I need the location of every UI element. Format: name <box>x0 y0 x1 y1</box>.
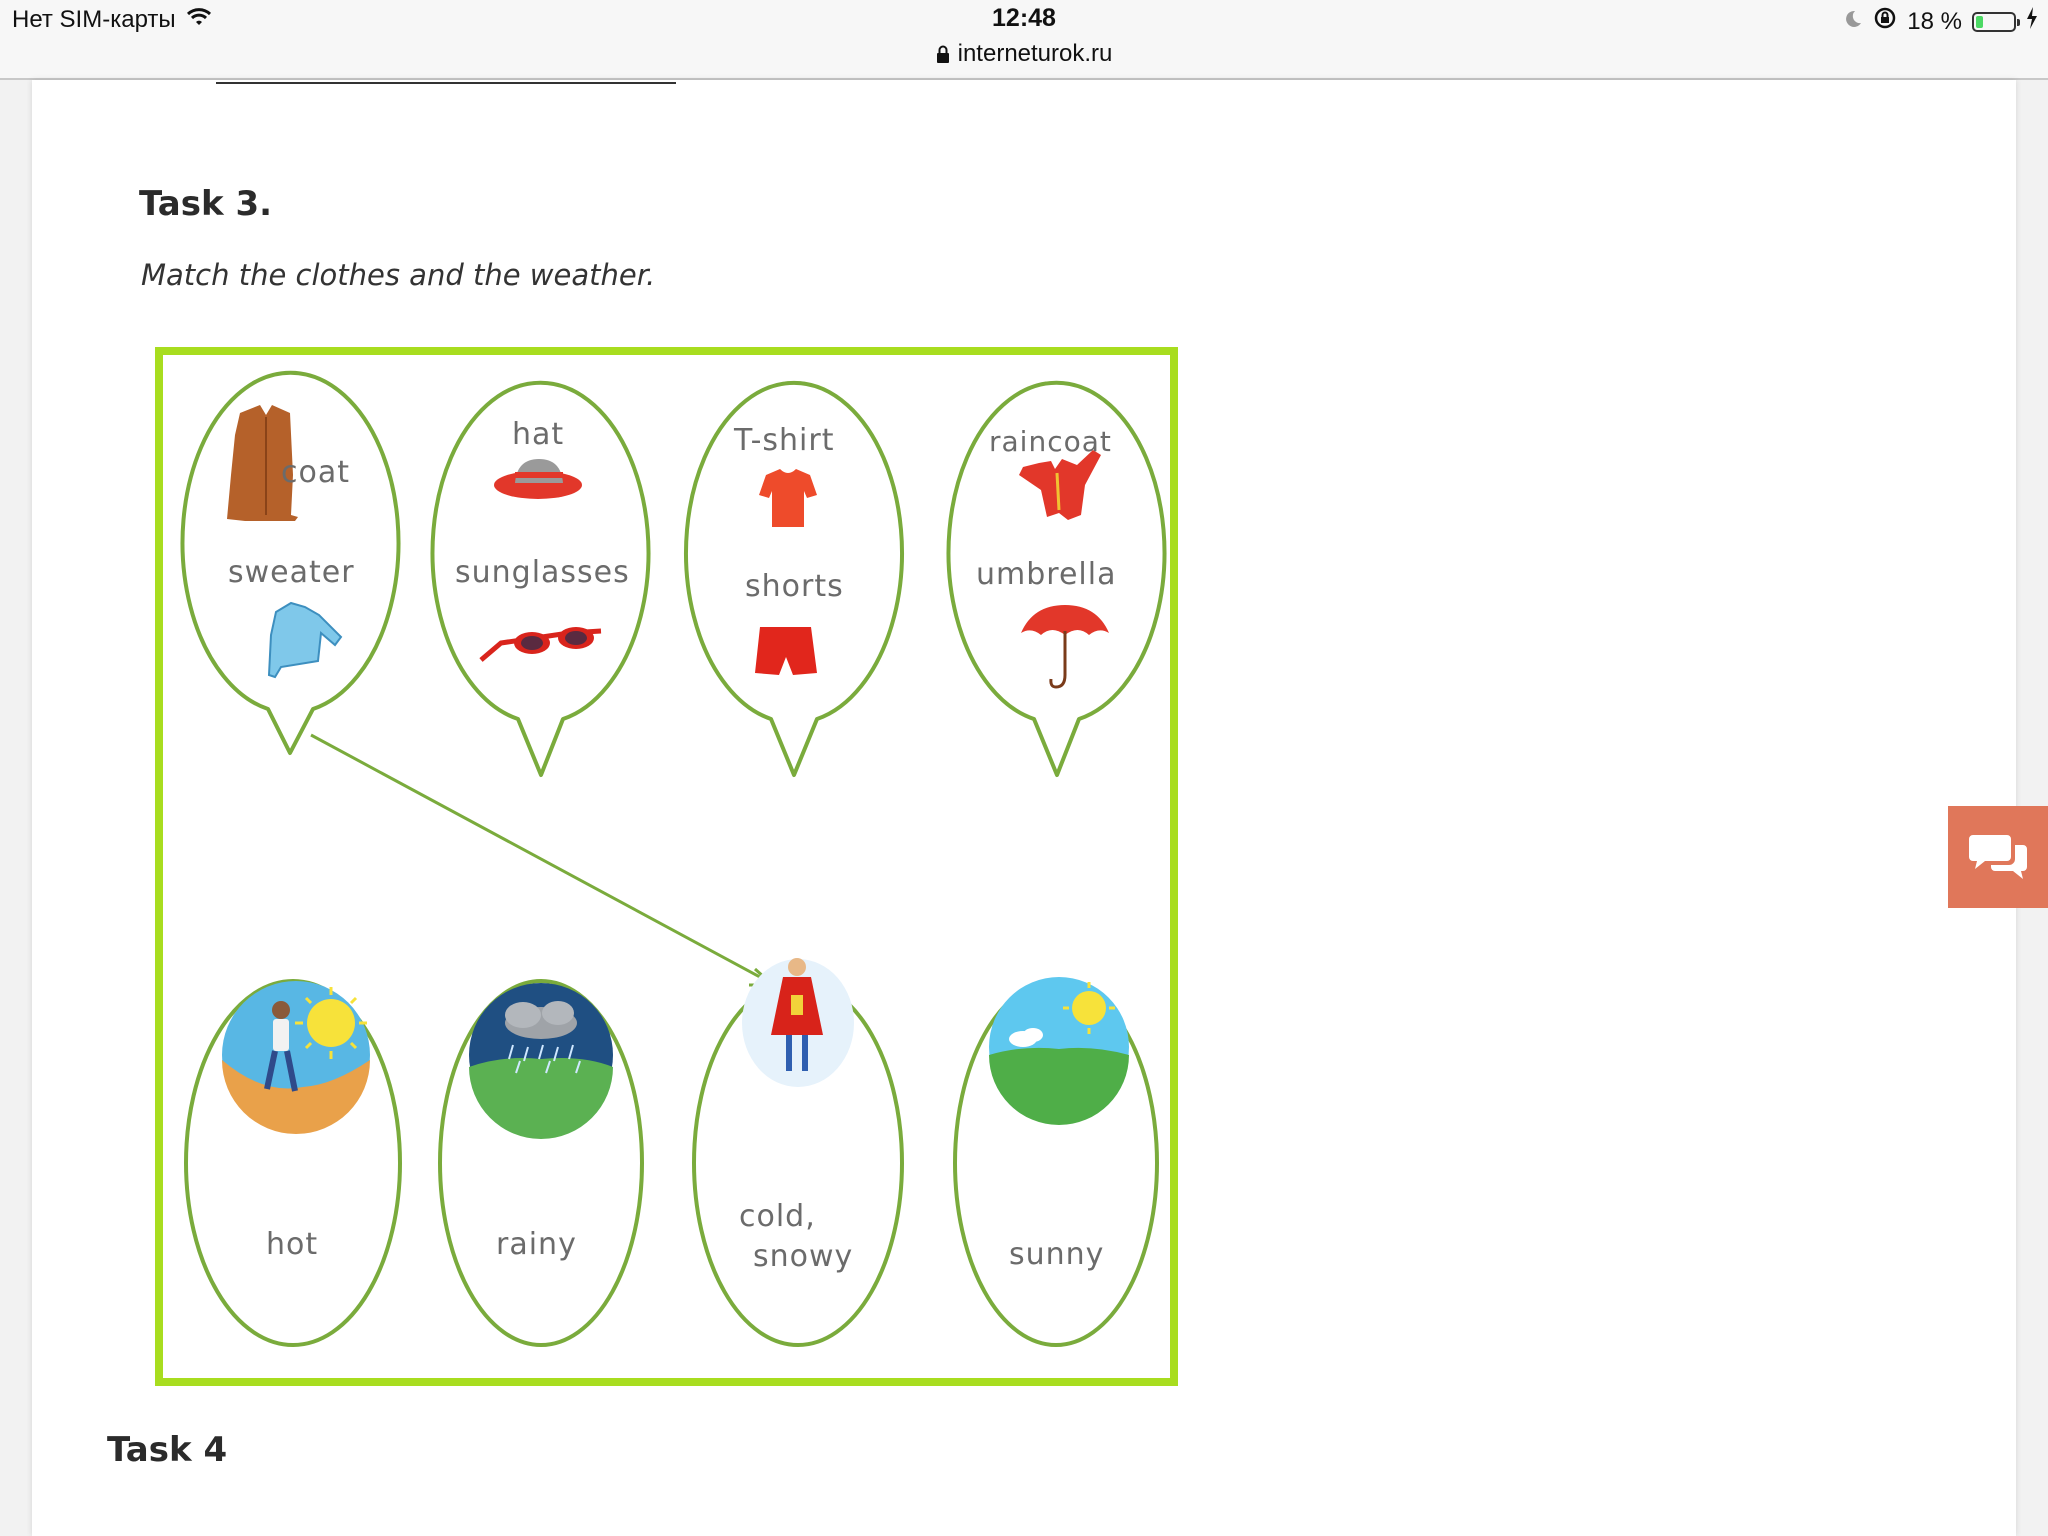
label-hot: hot <box>266 1227 319 1262</box>
bubble-outline-1 <box>180 370 401 755</box>
charging-icon <box>2026 7 2038 36</box>
moon-icon <box>1843 8 1863 36</box>
sunglasses-picture <box>479 627 602 662</box>
umbrella-picture <box>1021 605 1109 689</box>
status-bar: Нет SIM-карты 12:48 interneturok.ru <box>0 0 2048 80</box>
chat-icon <box>1969 831 2027 883</box>
label-coat: coat <box>281 455 350 490</box>
sweater-picture <box>267 601 343 679</box>
label-shorts: shorts <box>745 569 844 604</box>
exercise-drawing <box>180 370 1167 1347</box>
clock: 12:48 <box>992 4 1056 32</box>
next-task-title: Task 4 <box>107 1430 228 1470</box>
task-title: Task 3. <box>139 184 273 224</box>
task-instruction: Match the clothes and the weather. <box>141 258 656 292</box>
cold-snowy-picture <box>742 958 854 1087</box>
rotation-lock-icon <box>1873 6 1897 37</box>
sunny-picture <box>989 977 1129 1125</box>
rainy-picture <box>469 983 613 1139</box>
raincoat-picture <box>1019 450 1101 520</box>
label-cold: cold, <box>739 1199 816 1234</box>
carrier-label: Нет SIM-карты <box>12 6 176 33</box>
label-hat: hat <box>512 417 565 452</box>
label-tshirt: T-shirt <box>734 423 835 458</box>
chat-button[interactable] <box>1948 806 2048 908</box>
label-umbrella: umbrella <box>976 557 1117 592</box>
exercise-frame: coat sweater hat sunglasses T-shirt shor… <box>155 347 1178 1386</box>
lock-icon <box>936 42 950 70</box>
previous-answer-line <box>216 82 676 84</box>
wifi-icon <box>186 6 212 34</box>
label-sunglasses: sunglasses <box>455 555 630 590</box>
hat-picture <box>494 459 582 499</box>
label-sweater: sweater <box>228 555 355 590</box>
address-bar[interactable]: interneturok.ru <box>0 40 2048 70</box>
bubble-outline-3 <box>684 380 904 777</box>
battery-icon <box>1972 11 2020 32</box>
label-raincoat: raincoat <box>989 425 1112 458</box>
carrier-area: Нет SIM-карты <box>12 6 212 34</box>
weather-oval-1 <box>184 979 402 1347</box>
battery-percent: 18 % <box>1907 7 1962 35</box>
hot-picture <box>222 981 370 1134</box>
tshirt-picture <box>759 469 817 527</box>
shorts-picture <box>755 627 817 675</box>
weather-oval-2 <box>438 979 644 1347</box>
label-snowy: snowy <box>753 1239 854 1274</box>
system-status: 18 % <box>1843 6 2038 37</box>
coat-picture <box>227 405 298 521</box>
label-rainy: rainy <box>496 1227 577 1262</box>
label-sunny: sunny <box>1009 1237 1105 1272</box>
bubble-outline-2 <box>430 380 651 777</box>
url-text: interneturok.ru <box>957 40 1113 67</box>
bubble-outline-4 <box>946 380 1167 777</box>
